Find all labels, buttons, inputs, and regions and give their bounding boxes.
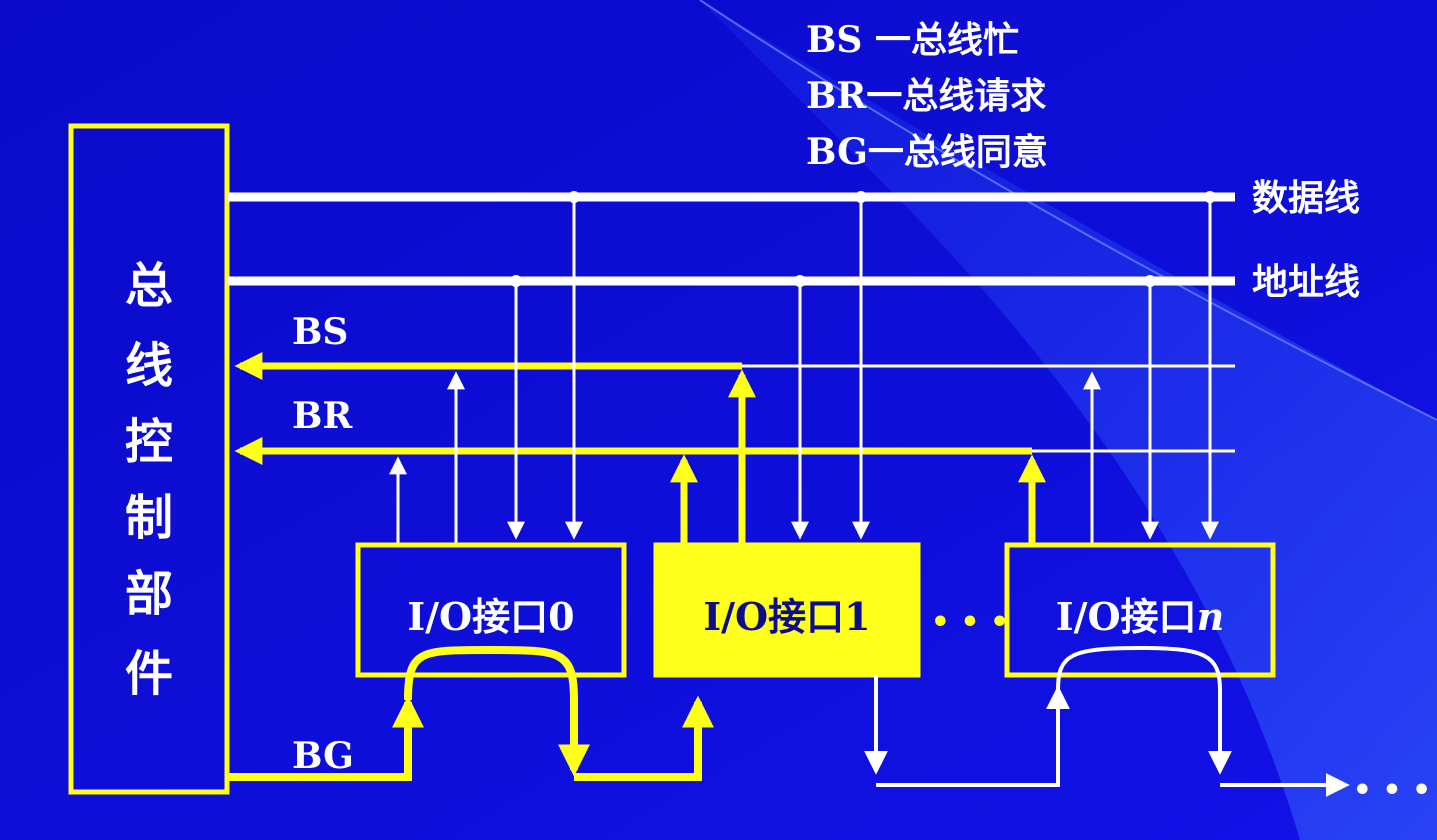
controller-char: 线 (125, 338, 173, 394)
bg-label: BG (292, 735, 354, 777)
controller-char: 件 (125, 646, 173, 702)
io1-connections (670, 191, 870, 546)
bus-controller-label: 总 线 控 制 部 件 (125, 258, 173, 702)
controller-char: 总 (125, 258, 173, 314)
controller-char: 控 (125, 414, 173, 470)
bg-chain-continuation (864, 645, 1350, 797)
io-interface-1-box (653, 542, 921, 678)
data-line-label: 数据线 (1252, 177, 1360, 219)
bg-chain (228, 645, 714, 781)
legend-bs: BS 一总线忙 (806, 19, 1019, 61)
legend: BS 一总线忙 BR一总线请求 BG一总线同意 (806, 19, 1048, 173)
legend-bg: BG一总线同意 (806, 131, 1048, 173)
io-interface-1-label: I/O接口1 (703, 594, 870, 639)
io-interface-0-label: I/O接口0 (407, 594, 574, 639)
controller-char: 制 (125, 490, 173, 546)
br-label: BR (292, 395, 353, 437)
ion-connections (1018, 191, 1219, 546)
background-beam (700, 0, 1437, 840)
address-line-label: 地址线 (1252, 261, 1360, 303)
ellipsis-middle: • • • (931, 605, 1009, 640)
io-interface-n-label: I/O接口n (1056, 594, 1224, 639)
controller-char: 部 (125, 566, 173, 622)
legend-br: BR一总线请求 (806, 75, 1046, 117)
bus-controller-box (68, 123, 230, 795)
ellipsis-right: • • • (1353, 773, 1431, 808)
io-interface-n-box (1004, 542, 1276, 678)
io0-connections (389, 191, 583, 546)
io-interface-0-box (355, 542, 627, 678)
bs-label: BS (292, 311, 348, 353)
background-beam-edge (699, 0, 1437, 421)
